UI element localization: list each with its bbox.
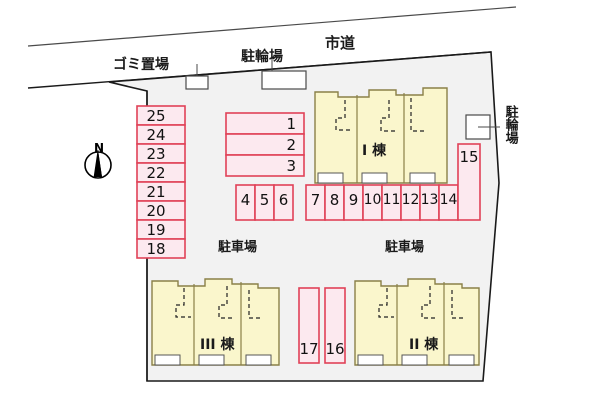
parking-space-6[interactable]: 6 (278, 191, 289, 209)
parking-space-13[interactable]: 13 (420, 192, 439, 208)
parking-group-row-long (305, 184, 459, 221)
road-near-edge (27, 51, 492, 89)
parking-group-center-stack (225, 112, 305, 177)
parking-space-16[interactable]: 16 (325, 340, 345, 358)
parking-space-23[interactable]: 23 (146, 145, 166, 163)
garbage-area-box (185, 75, 209, 90)
bicycle-parking-top-box (261, 70, 307, 90)
parking-space-20[interactable]: 20 (146, 202, 166, 220)
parking-space-11[interactable]: 11 (382, 192, 401, 208)
parking-space-10[interactable]: 10 (363, 192, 382, 208)
parking-group-left-column (136, 105, 186, 259)
parking-lot-left-label: 駐車場 (218, 240, 258, 255)
building-3-shape (151, 278, 280, 366)
building-3-label: III 棟 (200, 337, 235, 353)
bicycle-parking-top-label: 駐輪場 (241, 49, 283, 65)
parking-space-12[interactable]: 12 (401, 192, 420, 208)
building-2-label: II 棟 (409, 337, 439, 353)
parking-group-right-tall (457, 143, 481, 221)
parking-space-4[interactable]: 4 (240, 191, 251, 209)
parking-lot-right-label: 駐車場 (385, 240, 425, 255)
road-far-edge (27, 6, 517, 47)
parking-space-2[interactable]: 2 (286, 136, 296, 154)
parking-space-22[interactable]: 22 (146, 164, 166, 182)
compass-rose-icon (84, 149, 112, 179)
parking-space-17[interactable]: 17 (299, 340, 319, 358)
parking-space-14[interactable]: 14 (439, 192, 458, 208)
parking-space-19[interactable]: 19 (146, 221, 166, 239)
parking-space-8[interactable]: 8 (329, 191, 340, 209)
parking-space-1[interactable]: 1 (286, 115, 296, 133)
parking-space-18[interactable]: 18 (146, 240, 166, 258)
parking-space-15[interactable]: 15 (459, 148, 479, 166)
road-label: 市道 (325, 34, 356, 52)
building-1-shape (314, 87, 448, 184)
parking-group-row-small (235, 184, 294, 221)
compass-north-label: N (94, 141, 105, 155)
building-2-shape (354, 278, 480, 366)
parking-group-bottom-pair (298, 287, 346, 364)
parking-space-25[interactable]: 25 (146, 107, 166, 125)
parking-space-7[interactable]: 7 (310, 191, 321, 209)
garbage-area-label: ゴミ置場 (113, 57, 169, 73)
parking-space-9[interactable]: 9 (348, 191, 359, 209)
bicycle-parking-right-label: 駐輪場 (502, 105, 518, 144)
parking-space-5[interactable]: 5 (259, 191, 270, 209)
building-1-label: I 棟 (362, 143, 387, 159)
parking-space-3[interactable]: 3 (286, 157, 296, 175)
parking-space-24[interactable]: 24 (146, 126, 166, 144)
parking-space-21[interactable]: 21 (146, 183, 166, 201)
